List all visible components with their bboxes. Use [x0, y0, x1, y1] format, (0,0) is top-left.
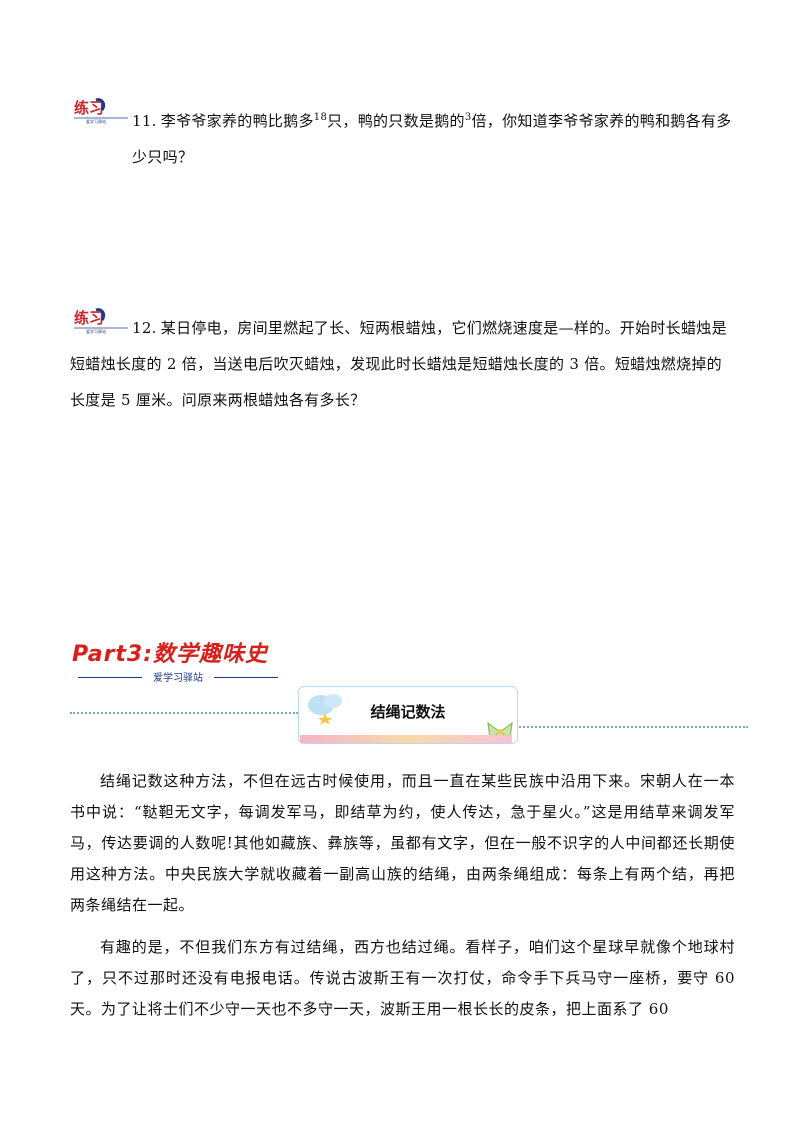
question-text: 倍，你知道李爷爷家养的鸭和鹅各有多少只吗？	[132, 112, 732, 166]
badge-text: 练习	[74, 309, 104, 327]
badge-text: 练习	[74, 99, 104, 117]
practice-badge: 练习 爱学习驿站	[72, 306, 130, 334]
practice-badge: 练习 爱学习驿站	[72, 96, 130, 124]
question-11: 11.李爷爷家养的鸭比鹅多18只，鸭的只数是鹅的3倍，你知道李爷爷家养的鸭和鹅各…	[132, 100, 732, 175]
topic-box: 结绳记数法	[298, 686, 518, 744]
decorative-strip	[300, 735, 512, 743]
section-title: Part3:数学趣味史	[72, 642, 269, 667]
question-number: 11.	[132, 112, 157, 130]
paragraph: 有趣的是，不但我们东方有过结绳，西方也结过绳。看样子，咱们这个星球早就像个地球村…	[70, 938, 735, 1018]
question-12: 12.某日停电，房间里燃起了长、短两根蜡烛，它们燃烧速度是—样的。开始时长蜡烛是…	[70, 310, 730, 418]
badge-sub: 爱学习驿站	[86, 328, 106, 334]
divider	[70, 712, 298, 714]
question-value: 18	[313, 112, 328, 123]
section-subtitle: 爱学习驿站	[78, 669, 278, 685]
question-text: 李爷爷家养的鸭比鹅多	[160, 112, 314, 130]
cloud-icon	[308, 694, 342, 725]
divider	[516, 726, 748, 728]
badge-sub: 爱学习驿站	[86, 118, 106, 124]
question-number: 12.	[132, 319, 157, 337]
question-value: 3	[464, 112, 472, 123]
paragraph: 结绳记数这种方法，不但在远古时候使用，而且一直在某些民族中沿用下来。宋朝人在一本…	[70, 772, 735, 914]
question-text: 某日停电，房间里燃起了长、短两根蜡烛，它们燃烧速度是—样的。开始时长蜡烛是短蜡烛…	[70, 319, 727, 409]
topic-title: 结绳记数法	[370, 703, 446, 721]
question-text: 只，鸭的只数是鹅的	[327, 112, 465, 130]
